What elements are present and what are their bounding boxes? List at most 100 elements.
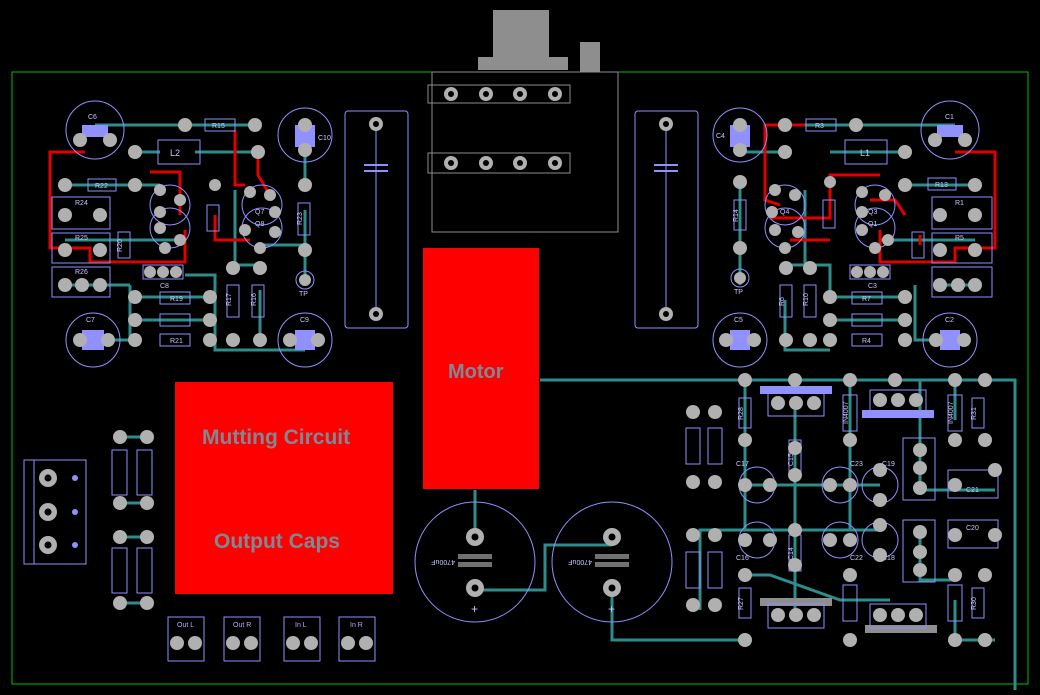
svg-text:C3: C3 [868,283,877,290]
cap-c2: C2 [922,312,978,368]
transistors-right: Q4 Q3 Q1 [764,176,925,259]
transistors-left: Q7 Q8 [149,179,283,254]
resistor-r14: R14 [733,175,747,255]
svg-text:+: + [608,602,615,616]
pot-pad-holes [373,91,669,317]
psu-pads [113,373,1002,647]
psu-components: R28 R27 R31 R30 IN4007 IN4007 C15 C14 C1… [111,394,999,622]
svg-text:R28: R28 [738,407,745,420]
svg-text:L1: L1 [860,148,870,158]
svg-text:Q3: Q3 [868,209,877,216]
slider-right [634,110,699,329]
svg-text:R22: R22 [95,183,108,190]
traces-red [48,123,997,264]
svg-text:In R: In R [350,622,363,629]
trimpot-r25: R25 [51,232,111,264]
svg-text:Out R: Out R [233,622,251,629]
svg-text:Q1: Q1 [868,221,877,228]
svg-text:C21: C21 [966,487,979,494]
resistor-r22: R22 [58,178,142,192]
svg-text:C2: C2 [945,317,954,324]
svg-text:C10: C10 [318,135,331,142]
inductor-l2: L2 [128,139,265,165]
svg-text:C16: C16 [736,555,749,562]
svg-text:Q8: Q8 [255,221,264,228]
svg-text:C6: C6 [88,114,97,121]
cap-c9: C9 [277,312,333,368]
svg-text:L2: L2 [170,148,180,158]
svg-text:C22: C22 [850,555,863,562]
trimpot-r24: R24 [51,196,111,230]
svg-text:R19: R19 [170,296,183,303]
svg-text:IN4007: IN4007 [948,401,955,424]
svg-text:Q7: Q7 [255,209,264,216]
svg-text:R27: R27 [738,597,745,610]
svg-text:R30: R30 [971,597,978,610]
ac-terminal-block [23,459,87,565]
resistor-r13: R13 [898,177,982,192]
output-caps-label: Output Caps [214,530,340,553]
cap-c8: C8 [142,264,184,290]
testpoint-right: TP [730,268,750,296]
svg-text:R5: R5 [955,235,964,242]
svg-text:C23: C23 [850,461,863,468]
svg-text:R17: R17 [226,293,233,306]
resistor-r23: R23 [297,178,312,257]
cap-c7: C7 [65,312,121,368]
svg-text:C14: C14 [788,547,795,560]
svg-text:R10: R10 [803,293,810,306]
cap-c5: C5 [712,312,768,368]
svg-text:C17: C17 [736,461,749,468]
svg-text:C15: C15 [788,453,795,466]
svg-text:C20: C20 [966,525,979,532]
svg-text:R21: R21 [170,338,183,345]
mutting-circuit-label: Mutting Circuit [202,426,351,449]
svg-text:C19: C19 [882,461,895,468]
svg-text:C4: C4 [716,133,725,140]
trimpots-right: R1 R5 [931,196,993,298]
resistors-r19-r21: R19 R21 [128,290,217,347]
svg-text:R3: R3 [815,123,824,130]
potentiometer-motor [427,10,619,233]
svg-text:C7: C7 [86,317,95,324]
resistors-r6-r10: R6 R10 [779,261,817,347]
regulators [760,386,937,633]
traces-teal [65,123,1017,690]
motor-block: Motor [423,248,539,489]
reservoir-cap-right: 4700uF + [551,501,673,623]
resistor-r15: R15 [178,118,262,132]
svg-text:4700uF: 4700uF [568,558,592,565]
svg-text:R6: R6 [779,297,786,306]
svg-text:TP: TP [734,289,743,296]
svg-text:R4: R4 [862,338,871,345]
svg-text:C8: C8 [160,283,169,290]
svg-text:+: + [471,602,478,616]
svg-text:R24: R24 [75,200,88,207]
svg-text:C1: C1 [945,114,954,121]
resistor-r20: R20 [117,231,131,259]
resistor-r3: R3 [778,118,863,132]
svg-text:TP: TP [299,291,308,298]
motor-label: Motor [448,361,504,383]
cap-c6: C6 [65,100,125,160]
mutting-circuit-block: Mutting Circuit Output Caps [175,382,393,594]
reservoir-cap-left: 4700uF + [414,501,536,623]
io-connectors: Out L Out R In L In R [167,616,376,662]
svg-text:4700uF: 4700uF [431,558,455,565]
resistors-r7-r4: R7 R4 [823,290,912,347]
svg-text:IN4007: IN4007 [843,401,850,424]
resistors-r17-r16: R17 R16 [226,261,267,347]
cap-c3: C3 [849,264,891,290]
svg-text:C5: C5 [734,317,743,324]
svg-text:R16: R16 [251,293,258,306]
svg-text:R20: R20 [117,239,124,252]
testpoint-left: TP [295,270,315,298]
inductor-l1: L1 [778,139,912,165]
svg-text:R13: R13 [935,182,948,189]
svg-text:C9: C9 [300,317,309,324]
svg-text:C18: C18 [882,555,895,562]
svg-text:Out L: Out L [177,622,194,629]
svg-text:R14: R14 [733,209,740,222]
cap-c4: C4 [712,107,768,163]
